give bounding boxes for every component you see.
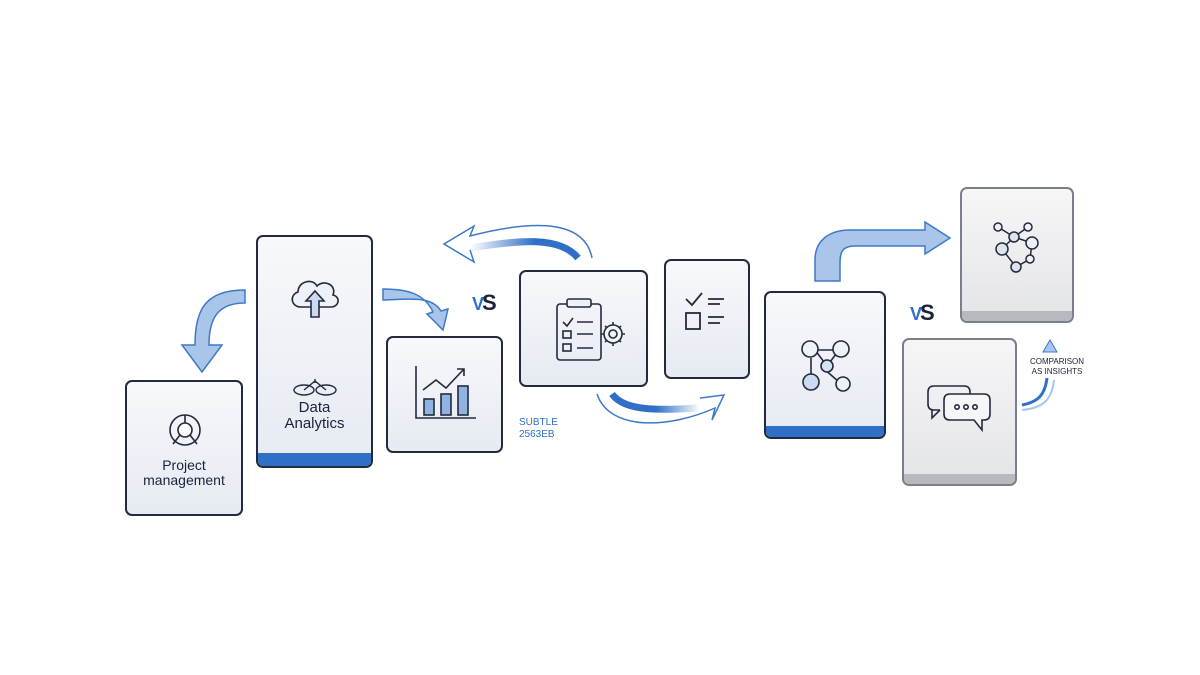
arrow-forward-bottom [609, 391, 701, 413]
arrow-back-top [469, 238, 581, 261]
gear-people-icon [169, 414, 201, 446]
network-nodes-icon [801, 340, 851, 392]
analytics-label-1: Data [298, 399, 331, 416]
card-data-analytics[interactable]: Data Analytics [256, 235, 373, 468]
arrow-to-chart [382, 288, 450, 332]
project-label-1: Project [162, 457, 206, 473]
footer-bar [904, 474, 1015, 484]
analytics-label-2: Analytics [284, 415, 345, 432]
card-network-graph[interactable] [960, 187, 1074, 323]
link-icon [293, 379, 337, 396]
card-clipboard[interactable] [519, 270, 648, 387]
card-network[interactable] [764, 291, 886, 439]
accent-bar [766, 426, 884, 437]
vs-label-1: VS [472, 290, 497, 315]
card-chart[interactable] [386, 336, 503, 453]
footer-bar [962, 311, 1072, 321]
arrow-comparison [1021, 377, 1049, 407]
project-label-2: management [143, 472, 225, 488]
bar-chart-trend-icon [415, 366, 476, 419]
chat-bubbles-icon [927, 385, 991, 433]
accent-bar [258, 453, 371, 466]
card-project-management[interactable]: Project management [125, 380, 243, 516]
arrow-to-project [180, 289, 246, 374]
clipboard-gear-icon [556, 298, 625, 361]
card-checklist[interactable] [664, 259, 750, 379]
vs-label-2: VS [910, 300, 935, 325]
card-chat[interactable] [902, 338, 1017, 486]
cloud-upload-icon [291, 280, 339, 318]
arrow-to-network2 [814, 220, 952, 282]
network-graph-icon [993, 222, 1039, 273]
checklist-icon [685, 292, 724, 330]
